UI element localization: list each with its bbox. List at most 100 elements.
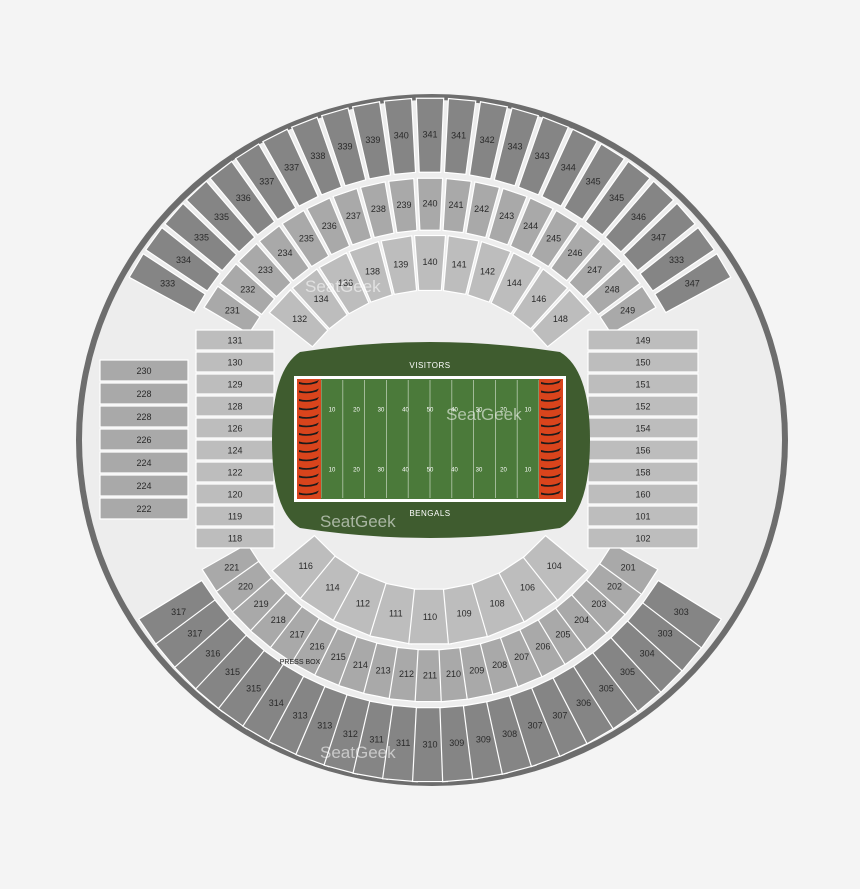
section-shape[interactable] <box>550 224 602 282</box>
seat-section-102[interactable]: 102 <box>587 527 699 549</box>
seat-section-158[interactable]: 158 <box>587 461 699 483</box>
section-shape[interactable] <box>563 143 626 221</box>
section-shape[interactable] <box>530 209 579 268</box>
section-shape[interactable] <box>413 234 447 292</box>
section-shape[interactable] <box>195 527 275 549</box>
section-shape[interactable] <box>318 251 370 315</box>
section-shape[interactable] <box>268 289 329 348</box>
section-shape[interactable] <box>99 359 189 382</box>
section-shape[interactable] <box>622 202 696 272</box>
seat-section-130[interactable]: 130 <box>195 351 275 373</box>
section-shape[interactable] <box>195 373 275 395</box>
section-shape[interactable] <box>598 542 659 596</box>
seat-section-154[interactable]: 154 <box>587 417 699 439</box>
section-shape[interactable] <box>493 107 540 187</box>
section-shape[interactable] <box>487 187 528 246</box>
seat-section-222[interactable]: 222 <box>99 497 189 520</box>
section-shape[interactable] <box>237 242 292 298</box>
seat-section-149[interactable]: 149 <box>587 329 699 351</box>
section-shape[interactable] <box>490 251 542 315</box>
section-shape[interactable] <box>604 180 675 253</box>
seat-section-151[interactable]: 151 <box>587 373 699 395</box>
section-shape[interactable] <box>509 197 554 256</box>
section-shape[interactable] <box>195 417 275 439</box>
section-shape[interactable] <box>99 474 189 497</box>
section-shape[interactable] <box>541 128 598 207</box>
seat-section-131[interactable]: 131 <box>195 329 275 351</box>
section-shape[interactable] <box>203 285 261 335</box>
section-shape[interactable] <box>639 226 716 292</box>
seat-section-129[interactable]: 129 <box>195 373 275 395</box>
section-shape[interactable] <box>320 107 367 187</box>
section-shape[interactable] <box>587 329 699 351</box>
section-shape[interactable] <box>332 187 373 246</box>
section-shape[interactable] <box>653 252 732 314</box>
section-shape[interactable] <box>281 209 330 268</box>
section-shape[interactable] <box>195 329 275 351</box>
seat-section-126[interactable]: 126 <box>195 417 275 439</box>
section-shape[interactable] <box>99 497 189 520</box>
section-shape[interactable] <box>468 101 509 180</box>
section-shape[interactable] <box>144 226 221 292</box>
seat-section-240[interactable]: 240 <box>416 177 444 231</box>
seat-section-150[interactable]: 150 <box>587 351 699 373</box>
seat-section-101[interactable]: 101 <box>587 505 699 527</box>
section-shape[interactable] <box>587 527 699 549</box>
seat-section-128[interactable]: 128 <box>195 395 275 417</box>
section-shape[interactable] <box>351 101 392 180</box>
section-shape[interactable] <box>99 451 189 474</box>
seat-section-224[interactable]: 224 <box>99 474 189 497</box>
seat-section-224[interactable]: 224 <box>99 451 189 474</box>
section-shape[interactable] <box>584 160 651 236</box>
seat-section-152[interactable]: 152 <box>587 395 699 417</box>
section-shape[interactable] <box>195 505 275 527</box>
section-shape[interactable] <box>587 461 699 483</box>
section-shape[interactable] <box>641 579 723 649</box>
section-shape[interactable] <box>195 483 275 505</box>
section-shape[interactable] <box>99 382 189 405</box>
section-shape[interactable] <box>380 235 418 296</box>
section-shape[interactable] <box>511 268 569 330</box>
section-shape[interactable] <box>348 240 393 303</box>
seat-section-122[interactable]: 122 <box>195 461 275 483</box>
section-shape[interactable] <box>587 505 699 527</box>
section-shape[interactable] <box>195 461 275 483</box>
section-shape[interactable] <box>587 351 699 373</box>
section-shape[interactable] <box>416 177 444 231</box>
section-shape[interactable] <box>568 242 623 298</box>
seat-section-140[interactable]: 140 <box>413 234 447 292</box>
section-shape[interactable] <box>209 160 276 236</box>
seat-section-226[interactable]: 226 <box>99 428 189 451</box>
section-shape[interactable] <box>219 263 276 316</box>
section-shape[interactable] <box>522 534 589 602</box>
seat-section-160[interactable]: 160 <box>587 483 699 505</box>
section-shape[interactable] <box>443 97 477 176</box>
section-shape[interactable] <box>195 351 275 373</box>
section-shape[interactable] <box>359 181 395 239</box>
section-shape[interactable] <box>387 177 418 234</box>
section-shape[interactable] <box>531 289 592 348</box>
section-shape[interactable] <box>587 395 699 417</box>
section-shape[interactable] <box>584 263 641 316</box>
section-shape[interactable] <box>306 197 351 256</box>
section-shape[interactable] <box>587 417 699 439</box>
section-shape[interactable] <box>185 180 256 253</box>
seat-section-120[interactable]: 120 <box>195 483 275 505</box>
section-shape[interactable] <box>99 428 189 451</box>
seat-section-228[interactable]: 228 <box>99 382 189 405</box>
seat-section-228[interactable]: 228 <box>99 405 189 428</box>
section-shape[interactable] <box>291 268 349 330</box>
section-shape[interactable] <box>467 240 512 303</box>
section-shape[interactable] <box>587 483 699 505</box>
section-shape[interactable] <box>415 97 445 173</box>
seat-section-341[interactable]: 341 <box>415 97 445 173</box>
section-shape[interactable] <box>195 439 275 461</box>
section-shape[interactable] <box>517 116 570 196</box>
section-shape[interactable] <box>128 252 207 314</box>
section-shape[interactable] <box>99 405 189 428</box>
seat-section-156[interactable]: 156 <box>587 439 699 461</box>
section-shape[interactable] <box>587 373 699 395</box>
section-shape[interactable] <box>258 224 310 282</box>
seat-section-230[interactable]: 230 <box>99 359 189 382</box>
section-shape[interactable] <box>195 395 275 417</box>
